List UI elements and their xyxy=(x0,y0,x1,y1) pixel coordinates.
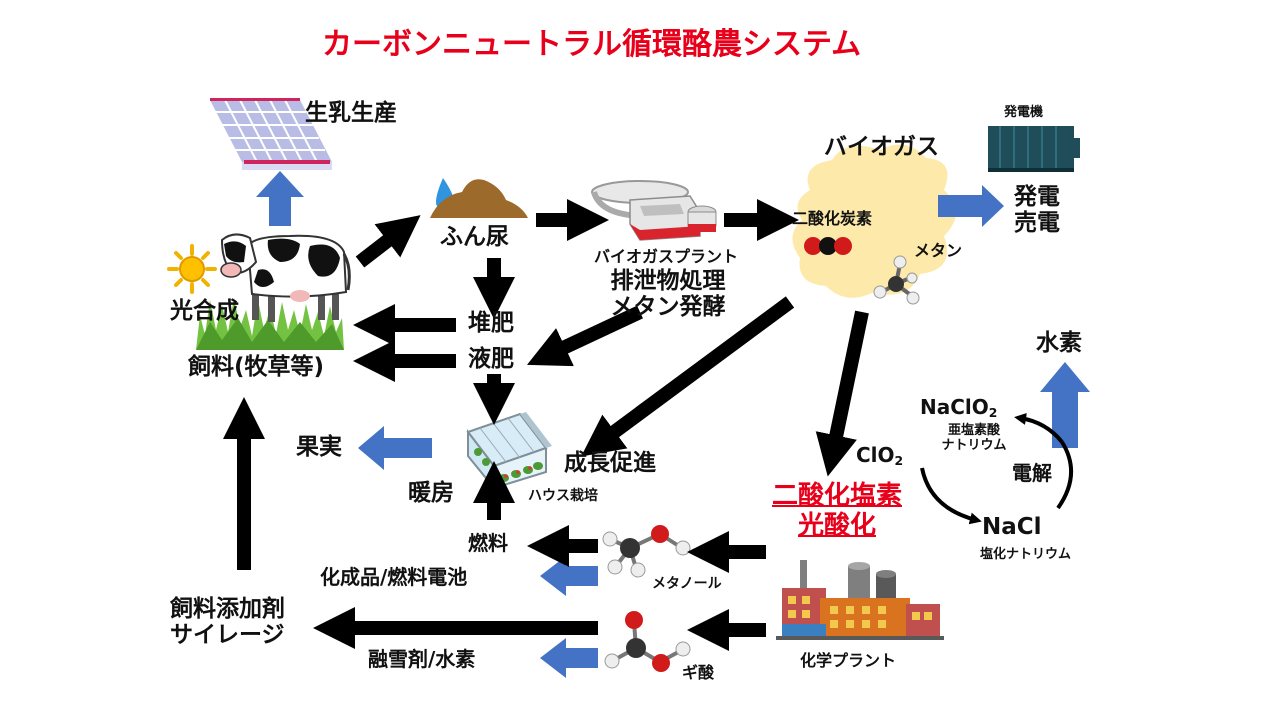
arrow-to-deicer xyxy=(540,638,598,678)
label-deicer: 融雪剤/水素 xyxy=(368,647,476,671)
manure-pile-icon xyxy=(430,179,528,218)
arrow-biogas-to-greenhouse xyxy=(581,296,795,457)
label-feed-additive-group: 飼料添加剤 サイレージ xyxy=(170,596,285,649)
label-waste-treatment: 排泄物処理 メタン発酵 xyxy=(600,268,736,321)
label-chemicals: 化成品/燃料電池 xyxy=(320,565,468,589)
arrow-biogas-to-clo2 xyxy=(815,310,869,477)
label-electrolysis: 電解 xyxy=(1012,461,1052,485)
electrolysis-cycle xyxy=(920,412,1074,525)
label-hydrogen: 水素 xyxy=(1036,330,1082,356)
label-fuel: 燃料 xyxy=(468,531,508,555)
label-power-sale: 売電 xyxy=(1014,210,1060,237)
label-naclo2-name-line1: 亜塩素酸 xyxy=(947,423,1000,438)
label-power-generation: 発電 売電 xyxy=(1014,184,1060,237)
label-nacl: NaCl xyxy=(982,514,1042,540)
label-co2: 二酸化炭素 xyxy=(792,209,873,228)
label-clo2-sub: 2 xyxy=(894,453,904,469)
page-title: カーボンニュートラル循環酪農システム xyxy=(322,27,862,62)
label-feed: 飼料(牧草等) xyxy=(188,354,325,380)
label-methane: メタン xyxy=(914,241,963,260)
generator-icon xyxy=(988,126,1080,172)
arrow-to-hydrogen xyxy=(1040,362,1090,448)
label-naclo2: NaClO2 xyxy=(920,396,997,420)
chemical-plant-icon xyxy=(776,560,944,640)
black-arrows xyxy=(223,199,869,651)
label-milk-production: 生乳生産 xyxy=(305,100,397,126)
label-fruit: 果実 xyxy=(296,434,342,460)
label-liquid-fertilizer: 液肥 xyxy=(468,346,514,372)
grass-icon xyxy=(196,298,344,350)
label-growth-promotion: 成長促進 xyxy=(564,450,656,476)
label-waste-treatment-line1: 排泄物処理 xyxy=(610,268,726,294)
arrow-greenhouse-to-fruit xyxy=(358,426,432,470)
label-manure: ふん尿 xyxy=(440,224,509,250)
label-formic-acid: ギ酸 xyxy=(682,663,715,682)
blue-arrows xyxy=(256,171,1090,678)
methanol-molecule-icon xyxy=(602,525,691,578)
biogas-cloud-icon xyxy=(792,144,956,298)
arrow-to-chemicals xyxy=(540,556,598,596)
label-naclo2-main: NaClO xyxy=(920,395,989,419)
greenhouse-icon xyxy=(466,412,552,491)
label-nacl-name: 塩化ナトリウム xyxy=(980,547,1072,562)
label-chlorine-dioxide: 二酸化塩素 xyxy=(771,481,902,511)
label-methanol: メタノール xyxy=(652,576,722,592)
formic-acid-molecule-icon xyxy=(604,611,691,672)
label-greenhouse: ハウス栽培 xyxy=(528,488,598,504)
label-heating: 暖房 xyxy=(408,480,454,506)
label-waste-treatment-line2: メタン発酵 xyxy=(610,294,726,321)
methane-molecule-icon xyxy=(873,255,920,305)
label-biogas-plant: バイオガスプラント xyxy=(594,247,739,266)
label-chemical-plant: 化学プラント xyxy=(800,651,897,670)
milk-bottles-icon xyxy=(210,98,332,170)
label-clo2: ClO2 xyxy=(856,444,903,468)
arrow-cow-to-manure xyxy=(355,215,421,268)
arrow-plant-to-liquid xyxy=(526,305,643,367)
label-generator: 発電機 xyxy=(1004,105,1044,120)
label-naclo2-name-line2: ナトリウム xyxy=(941,437,1007,453)
co2-molecule-icon xyxy=(804,237,852,255)
label-feed-additive: 飼料添加剤 xyxy=(170,596,285,622)
cow-icon xyxy=(220,233,351,322)
arrow-cow-to-milk xyxy=(256,171,304,226)
sun-icon xyxy=(167,244,217,294)
label-biogas: バイオガス xyxy=(824,134,939,160)
label-power-gen: 発電 xyxy=(1014,184,1060,210)
label-silage: サイレージ xyxy=(170,622,285,649)
arrow-biogas-to-power xyxy=(938,185,1004,227)
label-compost: 堆肥 xyxy=(468,310,514,336)
label-naclo2-name: 亜塩素酸 ナトリウム xyxy=(932,423,1016,454)
biogas-plant-icon xyxy=(591,180,717,241)
label-photo-oxidation: 光酸化 xyxy=(797,510,876,541)
label-clo2-main: ClO xyxy=(856,443,895,467)
label-photosynthesis: 光合成 xyxy=(170,298,239,324)
label-naclo2-sub: 2 xyxy=(988,405,998,421)
label-chlorine-dioxide-process: 二酸化塩素 光酸化 xyxy=(752,481,922,542)
